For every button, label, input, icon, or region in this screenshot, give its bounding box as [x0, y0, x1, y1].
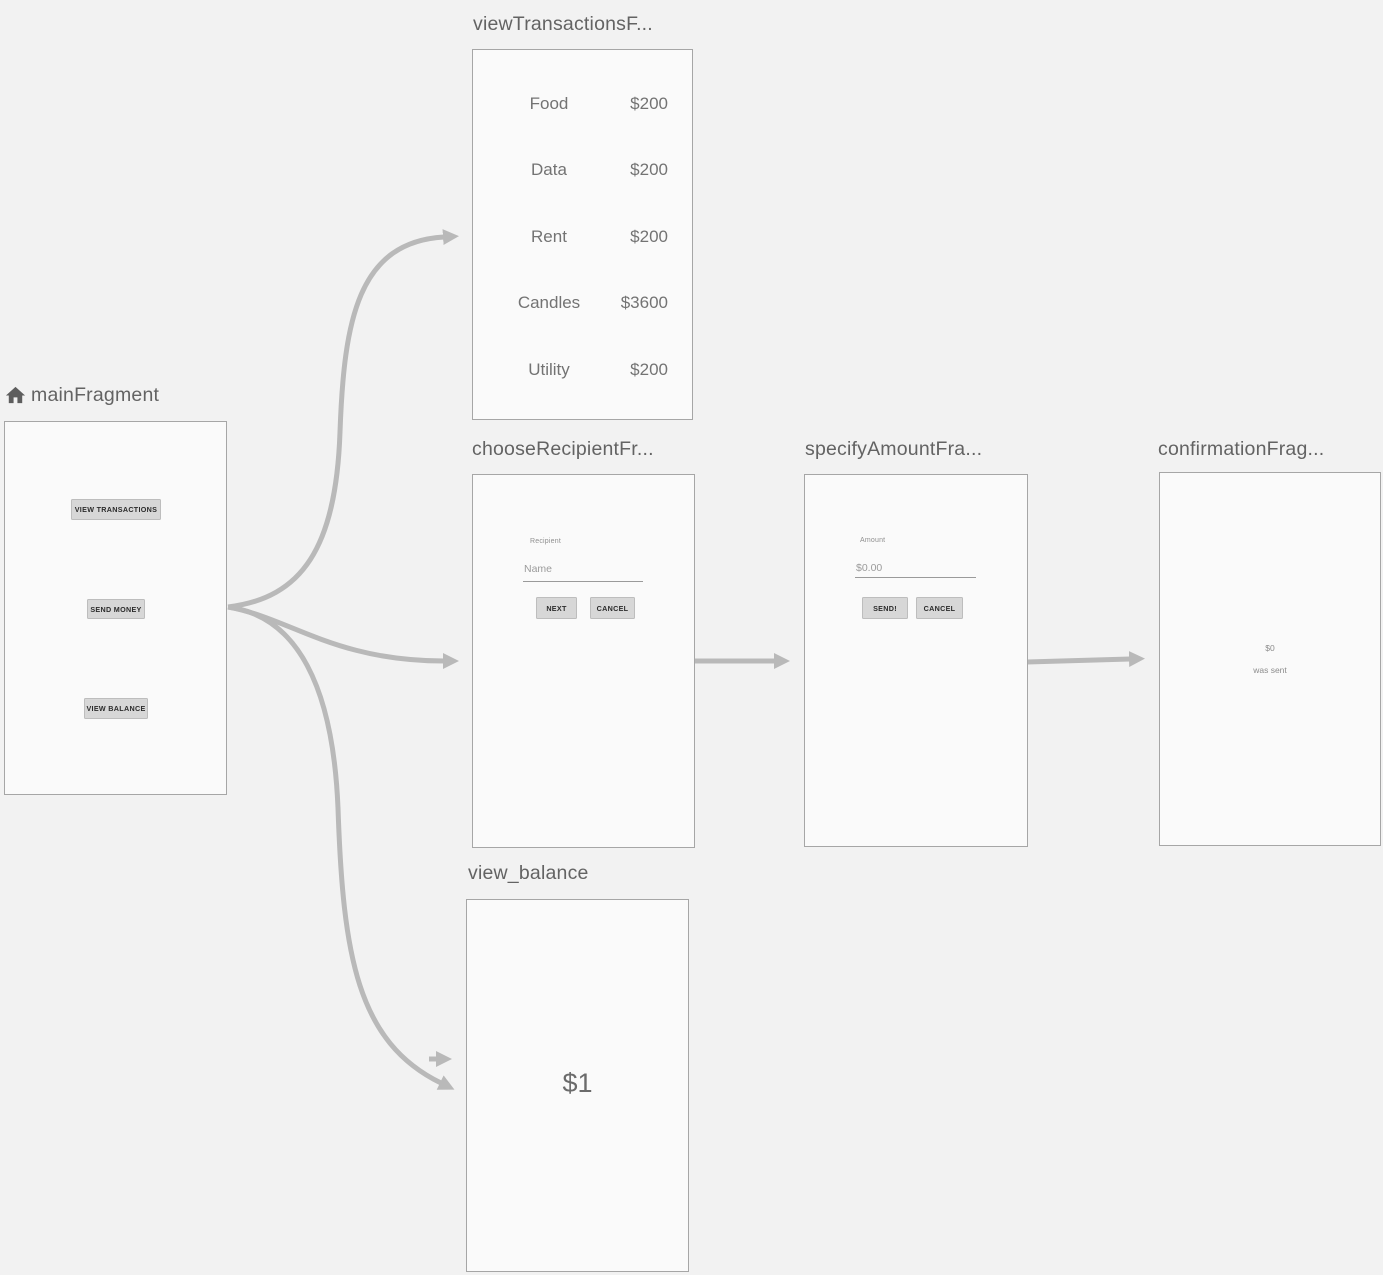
transaction-label: Food	[529, 94, 569, 113]
cancel-button: CANCEL	[590, 597, 635, 619]
transaction-value: $200	[630, 227, 668, 246]
send-money-button: SEND MONEY	[87, 599, 145, 619]
action-main-to-view-balance[interactable]	[227, 604, 455, 1090]
destination-header-main[interactable]: mainFragment	[4, 384, 159, 407]
next-button: NEXT	[536, 597, 577, 619]
transaction-row: Food $200	[473, 94, 692, 116]
amount-input: $0.00	[856, 562, 883, 574]
recipient-field-label: Recipient	[530, 538, 561, 545]
view-transactions-button: VIEW TRANSACTIONS	[71, 499, 161, 520]
fragment-card-specify-amount[interactable]: Amount $0.00 SEND! CANCEL	[804, 474, 1028, 847]
destination-title: viewTransactionsF...	[473, 13, 653, 35]
transaction-value: $200	[630, 160, 668, 179]
destination-header-choose-recipient[interactable]: chooseRecipientFr...	[472, 438, 654, 461]
fragment-card-main[interactable]: VIEW TRANSACTIONS SEND MONEY VIEW BALANC…	[4, 421, 227, 795]
transaction-value: $200	[630, 94, 668, 113]
destination-title: mainFragment	[31, 384, 160, 406]
input-underline	[855, 577, 976, 578]
confirmation-message: was sent	[1253, 665, 1287, 675]
destination-header-view-transactions[interactable]: viewTransactionsF...	[473, 13, 653, 36]
action-main-to-view-transactions[interactable]	[227, 229, 459, 610]
destination-title: chooseRecipientFr...	[472, 438, 654, 460]
transaction-row: Rent $200	[473, 227, 692, 249]
amount-field-label: Amount	[860, 537, 886, 544]
balance-amount: $1	[562, 1068, 593, 1098]
confirmation-amount: $0	[1265, 643, 1275, 653]
destination-header-confirmation[interactable]: confirmationFrag...	[1158, 438, 1324, 461]
transaction-label: Candles	[517, 293, 581, 312]
input-underline	[523, 581, 643, 582]
destination-header-specify-amount[interactable]: specifyAmountFra...	[805, 438, 982, 461]
transaction-label: Rent	[531, 227, 567, 246]
fragment-card-view-transactions[interactable]: Food $200 Data $200 Rent $200 Candles $3…	[472, 49, 693, 420]
destination-title: view_balance	[468, 862, 589, 884]
transaction-row: Utility $200	[473, 360, 692, 382]
transaction-row: Candles $3600	[473, 293, 692, 315]
send-button: SEND!	[862, 597, 908, 619]
destination-title: specifyAmountFra...	[805, 438, 983, 460]
transaction-row: Data $200	[473, 160, 692, 182]
transaction-value: $200	[630, 360, 668, 379]
action-specify-amount-to-confirmation[interactable]	[1026, 651, 1145, 668]
home-icon	[4, 384, 27, 407]
view-balance-button: VIEW BALANCE	[84, 698, 148, 719]
transaction-label: Utility	[528, 360, 570, 379]
transaction-value: $3600	[620, 293, 668, 312]
cancel-button: CANCEL	[916, 597, 963, 619]
destination-header-view-balance[interactable]: view_balance	[468, 862, 589, 885]
fragment-card-confirmation[interactable]: $0 was sent	[1159, 472, 1381, 846]
destination-title: confirmationFrag...	[1158, 438, 1325, 460]
transaction-label: Data	[531, 160, 567, 179]
fragment-card-choose-recipient[interactable]: Recipient Name NEXT CANCEL	[472, 474, 695, 848]
recipient-name-input: Name	[524, 563, 553, 575]
fragment-card-view-balance[interactable]: $1	[466, 899, 689, 1272]
